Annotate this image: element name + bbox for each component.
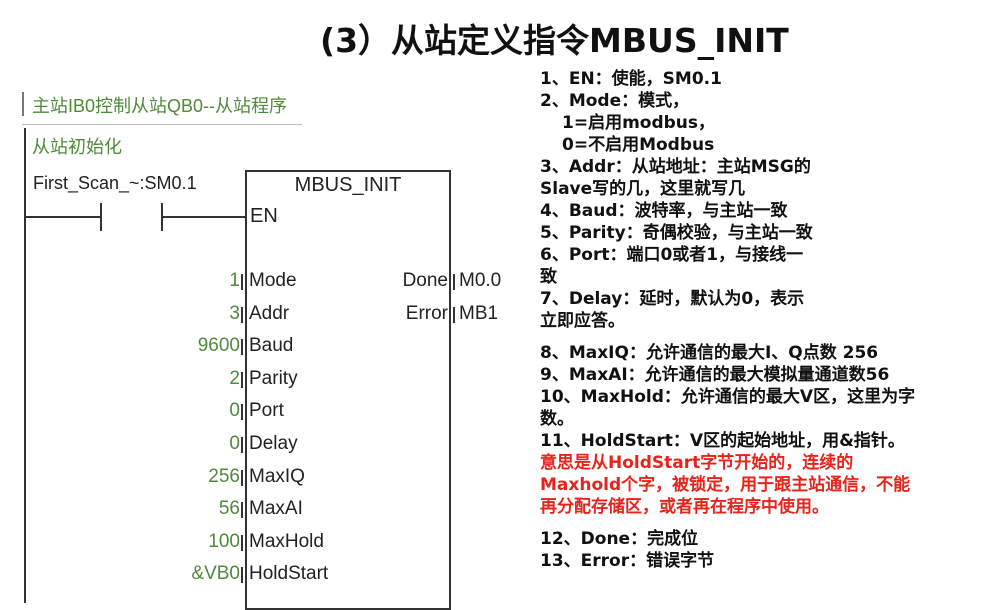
input-value: 0 — [229, 400, 240, 422]
note-line: 8、MaxIQ：允许通信的最大I、Q点数 256 — [540, 343, 879, 363]
input-value: 3 — [229, 302, 240, 324]
pin-en: EN — [250, 205, 278, 227]
contact-left-bar — [100, 203, 102, 231]
input-value: 100 — [208, 530, 240, 552]
contact-label: First_Scan_~:SM0.1 — [33, 173, 197, 193]
note-line: 3、Addr：从站地址：主站MSG的 — [540, 157, 811, 177]
note-line: 4、Baud：波特率，与主站一致 — [540, 201, 788, 221]
pin-tick — [241, 404, 243, 421]
pin-tick — [453, 306, 455, 323]
note-line: 数。 — [540, 409, 574, 429]
network-comment: 从站初始化 — [32, 137, 122, 157]
output-value: M0.0 — [459, 270, 502, 291]
pin-tick — [241, 371, 243, 388]
power-rail — [24, 128, 26, 603]
note-line: 0=不启用Modbus — [562, 135, 715, 155]
input-pin: Delay — [249, 433, 298, 454]
block-name: MBUS_INIT — [294, 174, 402, 196]
wire — [162, 216, 246, 218]
note-line: 2、Mode：模式， — [540, 91, 690, 111]
input-value: &VB0 — [191, 563, 240, 585]
input-value: 1 — [229, 270, 240, 291]
input-pin: Baud — [249, 335, 294, 357]
pin-tick — [241, 567, 243, 584]
note-line: 5、Parity：奇偶校验，与主站一致 — [540, 223, 813, 243]
note-line: 11、HoldStart：V区的起始地址，用&指针。 — [540, 431, 905, 451]
input-pin: Mode — [249, 270, 297, 291]
input-value: 9600 — [197, 335, 240, 357]
input-value: 56 — [218, 498, 240, 520]
note-line: Slave写的几，这里就写几 — [540, 179, 746, 199]
note-line: 10、MaxHold：允许通信的最大V区，这里为字 — [540, 387, 916, 407]
network-marker — [22, 92, 24, 116]
divider — [22, 124, 302, 125]
pin-tick — [241, 502, 243, 519]
note-line: 立即应答。 — [540, 311, 625, 331]
note-line: 意思是从HoldStart字节开始的，连续的 — [540, 453, 854, 473]
input-pin: Port — [249, 400, 284, 422]
input-pin: Parity — [249, 367, 298, 389]
network-title: 主站IB0控制从站QB0--从站程序 — [32, 96, 288, 116]
note-line: 1、EN：使能，SM0.1 — [540, 69, 722, 89]
note-line: 13、Error：错误字节 — [540, 551, 715, 571]
note-line: 再分配存储区，或者再在程序中使用。 — [540, 497, 829, 517]
input-pin: MaxAI — [249, 498, 303, 520]
output-value: MB1 — [459, 302, 499, 324]
note-line: 9、MaxAI：允许通信的最大模拟量通道数56 — [540, 365, 890, 385]
input-pin: MaxHold — [249, 530, 324, 552]
note-line: 12、Done：完成位 — [540, 529, 699, 549]
pin-tick — [241, 339, 243, 356]
input-value: 2 — [229, 367, 240, 389]
pin-tick — [241, 469, 243, 486]
pin-tick — [453, 274, 455, 290]
note-line: 致 — [540, 267, 557, 287]
pin-tick — [241, 274, 243, 290]
pin-tick — [241, 534, 243, 551]
wire — [25, 216, 101, 218]
note-line: 1=启用modbus， — [562, 113, 716, 133]
note-line: Maxhold个字，被锁定，用于跟主站通信，不能 — [540, 475, 911, 495]
pin-tick — [241, 437, 243, 453]
input-value: 0 — [229, 433, 240, 454]
output-pin: Done — [402, 270, 448, 291]
note-line: 7、Delay：延时，默认为0，表示 — [540, 289, 805, 309]
input-value: 256 — [208, 465, 240, 487]
input-pin: Addr — [249, 302, 290, 324]
slide-title: (3）从站定义指令MBUS_INIT — [320, 21, 789, 60]
pin-tick — [241, 306, 243, 323]
output-pin: Error — [405, 302, 448, 324]
input-pin: MaxIQ — [249, 465, 305, 487]
input-pin: HoldStart — [249, 563, 329, 585]
note-line: 6、Port：端口0或者1，与接线一 — [540, 245, 804, 265]
